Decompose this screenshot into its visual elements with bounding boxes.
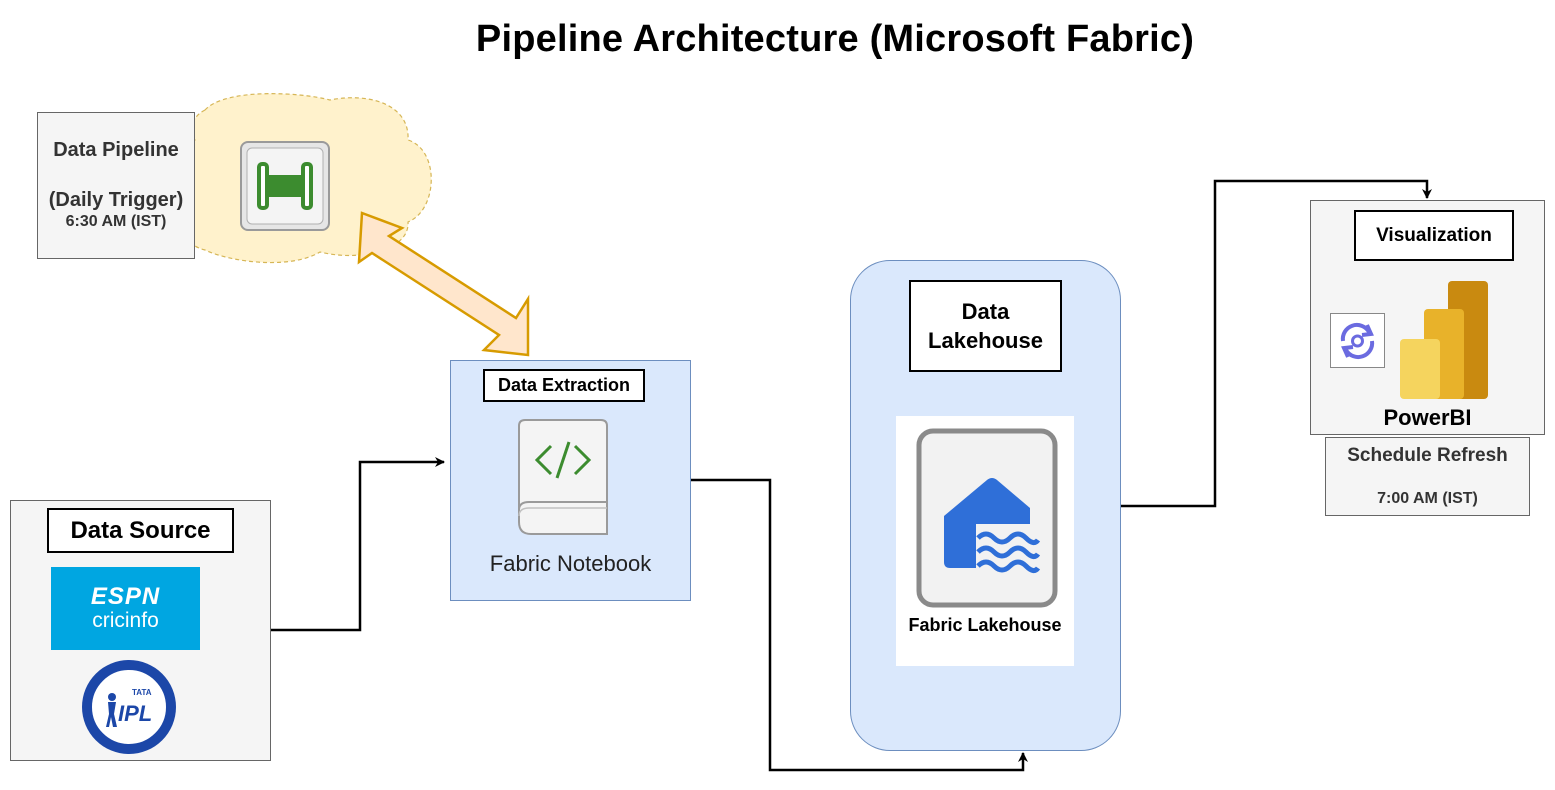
data-pipeline-icon[interactable]	[239, 140, 331, 232]
pipeline-box[interactable]: Data Pipeline (Daily Trigger) 6:30 AM (I…	[37, 112, 195, 259]
pipeline-trigger: (Daily Trigger)	[48, 189, 184, 211]
lakehouse-label-line2: Lakehouse	[928, 328, 1043, 353]
refresh-arrows-icon	[1340, 322, 1375, 360]
schedule-refresh-title: Schedule Refresh	[1347, 445, 1508, 466]
lakehouse-label-line1: Data	[961, 299, 1010, 324]
data-source-label: Data Source	[47, 508, 234, 553]
data-extraction-label: Data Extraction	[483, 369, 645, 402]
ipl-text: IPL	[118, 701, 153, 726]
page-title: Pipeline Architecture (Microsoft Fabric)	[475, 18, 1195, 60]
schedule-refresh-time: 7:00 AM (IST)	[1377, 490, 1478, 507]
visualization-label: Visualization	[1354, 210, 1514, 261]
fabric-lakehouse-icon[interactable]	[916, 428, 1058, 608]
batsman-icon	[106, 693, 117, 727]
powerbi-caption: PowerBI	[1383, 405, 1472, 430]
ipl-logo: TATA IPL	[82, 660, 176, 754]
ipl-logo-inner: TATA IPL	[90, 668, 168, 746]
ipl-tata-text: TATA	[132, 688, 152, 697]
connector-lakehouse-to-visualization	[1121, 179, 1432, 508]
refresh-icon[interactable]	[1330, 313, 1385, 368]
trigger-double-arrow	[357, 211, 530, 357]
connector-source-to-extraction	[271, 457, 445, 632]
pipeline-title: Data Pipeline	[53, 139, 179, 161]
powerbi-icon[interactable]	[1398, 281, 1490, 399]
connector-extraction-to-lakehouse	[691, 478, 1028, 772]
espn-cricinfo-logo: ESPN cricinfo	[51, 567, 200, 650]
fabric-lakehouse-caption: Fabric Lakehouse	[908, 615, 1062, 635]
pipeline-time: 6:30 AM (IST)	[65, 213, 167, 230]
fabric-notebook-icon[interactable]	[517, 416, 609, 538]
schedule-refresh-box[interactable]: Schedule Refresh 7:00 AM (IST)	[1325, 437, 1530, 516]
espn-logo-top: ESPN	[90, 583, 161, 610]
fabric-notebook-caption: Fabric Notebook	[489, 551, 652, 576]
data-lakehouse-label: Data Lakehouse	[909, 280, 1062, 372]
espn-logo-bottom: cricinfo	[92, 609, 159, 632]
